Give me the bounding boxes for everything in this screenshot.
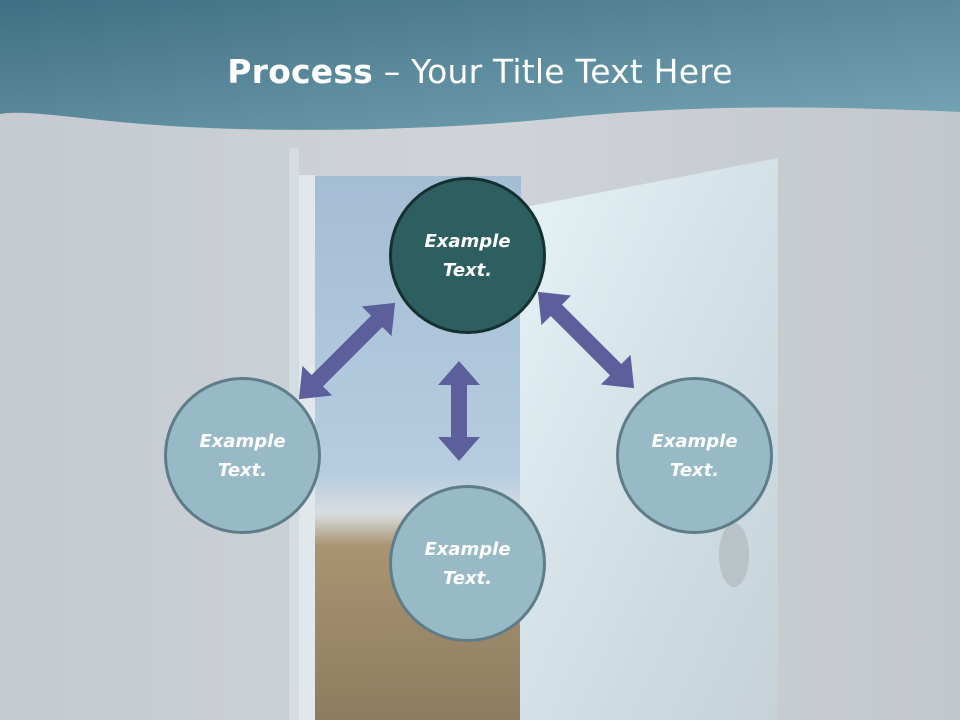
node-right-label: Example Text.	[651, 430, 738, 481]
door-knob	[719, 523, 749, 587]
title-keyword: Process	[227, 52, 374, 91]
title-text: – Your Title Text Here	[373, 52, 733, 91]
arrow-vertical	[438, 361, 480, 461]
node-left-label: Example Text.	[199, 430, 286, 481]
process-node-bottom: Example Text.	[389, 485, 546, 642]
arrow-top-left	[298, 302, 396, 400]
arrow-top-right	[537, 291, 635, 389]
process-node-right: Example Text.	[616, 377, 773, 534]
slide-title: Process – Your Title Text Here	[0, 52, 960, 91]
connector-arrows	[298, 291, 635, 461]
node-top-label: Example Text.	[424, 230, 511, 281]
process-node-top: Example Text.	[389, 177, 546, 334]
process-node-left: Example Text.	[164, 377, 321, 534]
node-bottom-label: Example Text.	[424, 538, 511, 589]
header-band	[0, 0, 960, 130]
